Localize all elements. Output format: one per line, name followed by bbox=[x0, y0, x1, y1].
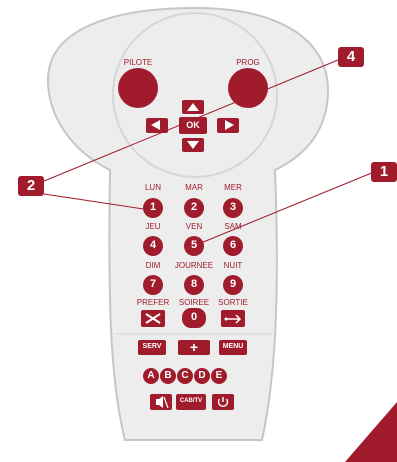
digit-label: 9 bbox=[223, 278, 243, 290]
keypad-label: NUIT bbox=[208, 261, 258, 270]
corner-shape bbox=[345, 402, 397, 462]
prog-label: PROG bbox=[223, 58, 273, 67]
digit-label: 1 bbox=[143, 201, 163, 213]
digit-label: 8 bbox=[184, 278, 204, 290]
digit-label: 5 bbox=[184, 239, 204, 251]
letter-label: A bbox=[143, 370, 159, 381]
letter-label: E bbox=[211, 370, 227, 381]
plus-label: + bbox=[178, 339, 210, 355]
pilote-button[interactable] bbox=[118, 68, 158, 108]
keypad-label: SAM bbox=[208, 222, 258, 231]
digit-label: 3 bbox=[223, 201, 243, 213]
serv-label: SERV bbox=[138, 343, 166, 350]
digit-label: 6 bbox=[223, 239, 243, 251]
keypad-label: SORTIE bbox=[208, 298, 258, 307]
cabtv-label: CAB/TV bbox=[176, 398, 206, 404]
digit-label: 0 bbox=[184, 311, 204, 323]
letter-label: D bbox=[194, 370, 210, 381]
menu-label: MENU bbox=[219, 343, 247, 350]
digit-label: 2 bbox=[184, 201, 204, 213]
callout-4: 4 bbox=[338, 47, 364, 67]
callout-2: 2 bbox=[18, 176, 44, 196]
ok-label: OK bbox=[179, 120, 207, 130]
keypad-label: MER bbox=[208, 183, 258, 192]
digit-label: 7 bbox=[143, 278, 163, 290]
prog-button[interactable] bbox=[228, 68, 268, 108]
letter-label: B bbox=[160, 370, 176, 381]
digit-label: 4 bbox=[143, 239, 163, 251]
callout-1: 1 bbox=[371, 162, 397, 182]
letter-label: C bbox=[177, 370, 193, 381]
pilote-label: PILOTE bbox=[113, 58, 163, 67]
